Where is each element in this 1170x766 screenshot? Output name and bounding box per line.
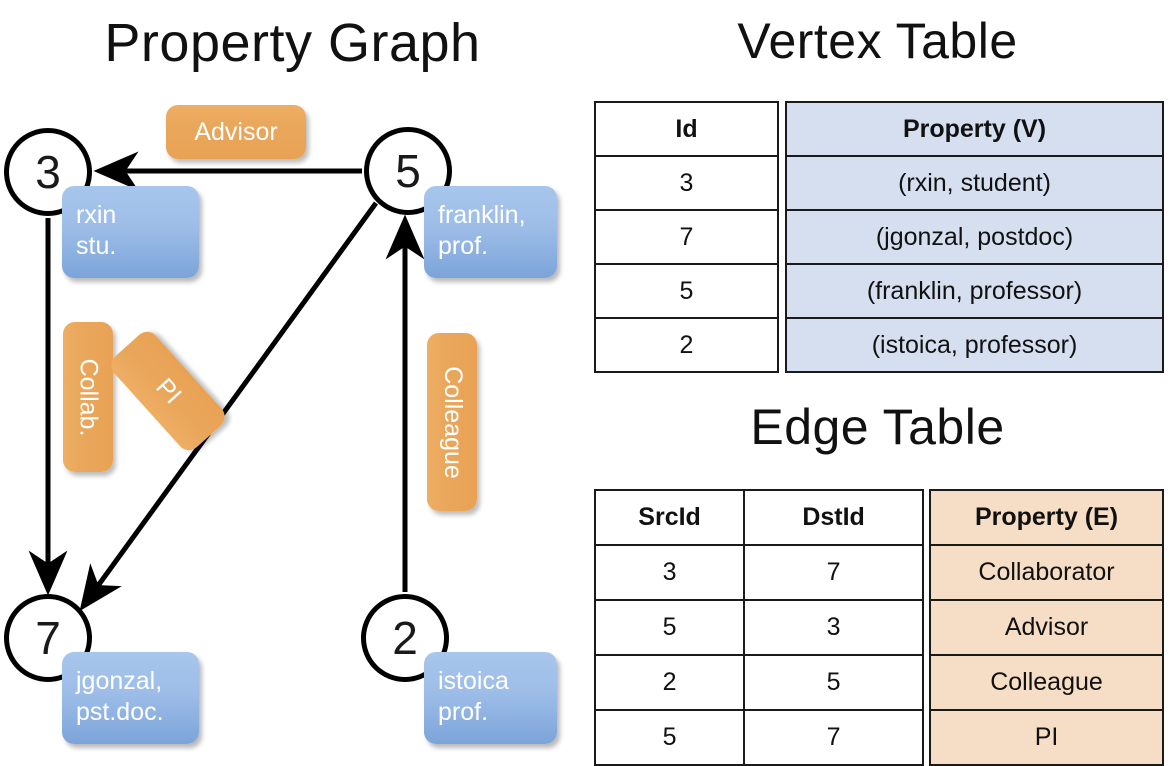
vertex-table-header-id: Id: [594, 101, 779, 157]
property-line-2: prof.: [438, 232, 489, 260]
table-row: (istoica, professor): [785, 317, 1164, 373]
vertex-table-property-column: Property (V) (rxin, student) (jgonzal, p…: [785, 101, 1164, 373]
graph-node-2[interactable]: 2: [361, 594, 449, 682]
edge-property-cell: Collaborator: [929, 544, 1164, 601]
property-line-1: jgonzal,: [76, 667, 163, 695]
vertex-property-cell: (franklin, professor): [785, 263, 1164, 319]
table-row: 5 3: [593, 599, 924, 656]
table-row: (jgonzal, postdoc): [785, 209, 1164, 265]
edge-property-cell: PI: [929, 709, 1164, 766]
edge-dst-cell: 3: [743, 599, 924, 656]
table-row: 7: [594, 209, 779, 265]
table-row: Colleague: [929, 654, 1164, 711]
node-property-box-istoica: istoica prof.: [424, 652, 557, 744]
graph-edges-layer: [28, 151, 425, 612]
edge-dst-cell: 7: [743, 544, 924, 601]
edge-dst-cell: 7: [743, 709, 924, 766]
node-property-box-franklin: franklin, prof.: [424, 186, 557, 278]
table-row: Advisor: [929, 599, 1164, 656]
edge-label-advisor: Advisor: [166, 105, 306, 159]
table-header-row: SrcId DstId: [593, 489, 924, 546]
node-property-box-jgonzal: jgonzal, pst.doc.: [62, 652, 199, 744]
vertex-id-cell: 5: [594, 263, 779, 319]
vertex-property-cell: (rxin, student): [785, 155, 1164, 211]
vertex-id-cell: 2: [594, 317, 779, 373]
page-title-property-graph: Property Graph: [104, 13, 481, 73]
edge-label-text: Colleague: [438, 365, 467, 479]
page-title-vertex-table: Vertex Table: [737, 13, 1018, 69]
vertex-table-id-column: Id 3 7 5 2: [594, 101, 779, 373]
property-line-1: istoica: [438, 667, 509, 695]
property-line-1: rxin: [76, 201, 117, 229]
table-row: (rxin, student): [785, 155, 1164, 211]
edge-table-header-dstid: DstId: [743, 489, 924, 546]
table-row: PI: [929, 709, 1164, 766]
table-row: Collaborator: [929, 544, 1164, 601]
table-header-row: Id: [594, 101, 779, 157]
table-row: 3 7: [593, 544, 924, 601]
property-line-2: prof.: [438, 698, 489, 726]
edge-label-colleague: Colleague: [427, 333, 477, 511]
edge-table-property-column: Property (E) Collaborator Advisor Collea…: [929, 489, 1164, 766]
edge-label-text: PI: [150, 372, 187, 409]
vertex-table-header-property: Property (V): [785, 101, 1164, 157]
edge-dst-cell: 5: [743, 654, 924, 711]
vertex-property-cell: (istoica, professor): [785, 317, 1164, 373]
table-row: 5 7: [593, 709, 924, 766]
table-row: 5: [594, 263, 779, 319]
edge-src-cell: 2: [593, 654, 746, 711]
table-row: 2 5: [593, 654, 924, 711]
edge-label-collab: Collab.: [63, 322, 113, 472]
edge-src-cell: 5: [593, 709, 746, 766]
edge-property-cell: Advisor: [929, 599, 1164, 656]
node-property-box-rxin: rxin stu.: [62, 186, 199, 278]
table-row: 3: [594, 155, 779, 211]
page-title-edge-table: Edge Table: [750, 399, 1005, 455]
table-row: (franklin, professor): [785, 263, 1164, 319]
table-header-row: Property (V): [785, 101, 1164, 157]
property-graph-diagram: 3 5 7 2 rxin stu. franklin, prof. jgonza…: [0, 0, 585, 760]
vertex-id-cell: 3: [594, 155, 779, 211]
edge-label-text: Advisor: [194, 117, 278, 146]
edge-table-header-property: Property (E): [929, 489, 1164, 546]
vertex-id-cell: 7: [594, 209, 779, 265]
edge-label-text: Collab.: [74, 358, 103, 436]
property-line-1: franklin,: [438, 201, 526, 229]
table-header-row: Property (E): [929, 489, 1164, 546]
vertex-property-cell: (jgonzal, postdoc): [785, 209, 1164, 265]
edge-src-cell: 3: [593, 544, 746, 601]
edge-table-src-dst-columns: SrcId DstId 3 7 5 3 2 5 5 7: [593, 489, 924, 766]
edge-property-cell: Colleague: [929, 654, 1164, 711]
graph-node-5[interactable]: 5: [364, 127, 452, 215]
property-line-2: stu.: [76, 232, 117, 260]
table-row: 2: [594, 317, 779, 373]
edge-src-cell: 5: [593, 599, 746, 656]
edge-table-header-srcid: SrcId: [593, 489, 746, 546]
property-line-2: pst.doc.: [76, 698, 164, 726]
edge-5-to-7-pi: [79, 201, 379, 612]
